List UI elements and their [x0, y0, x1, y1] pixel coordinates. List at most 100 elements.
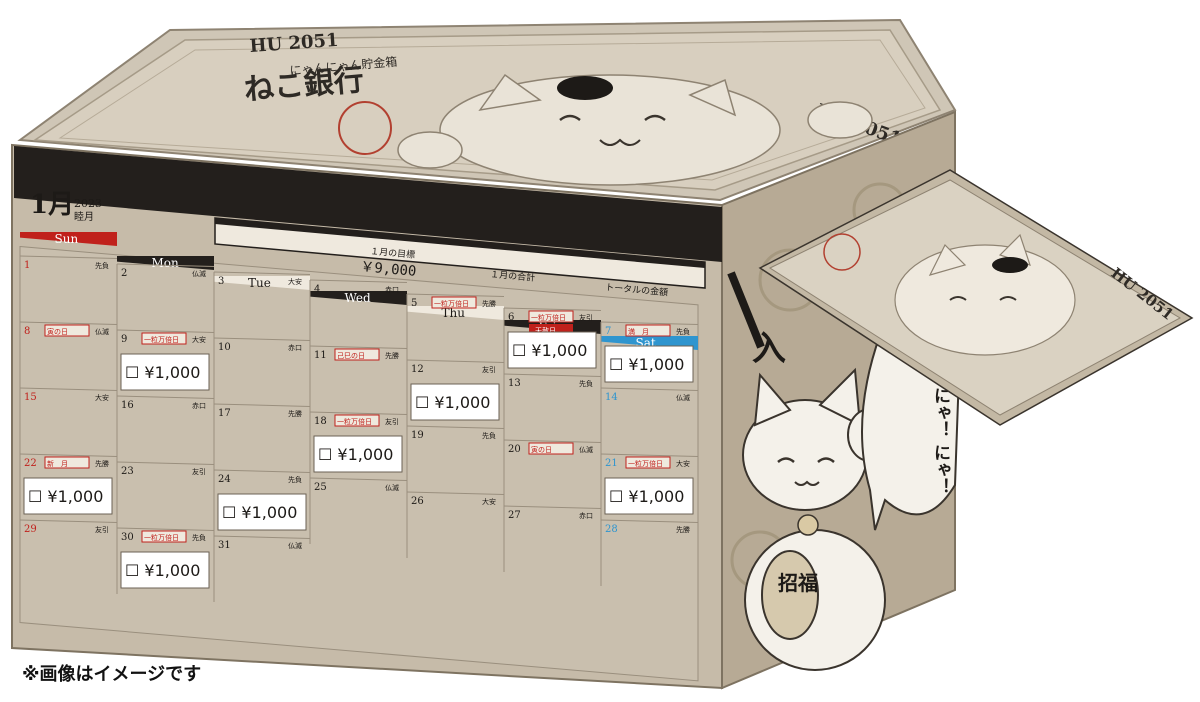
day-number: 10 [218, 342, 231, 353]
day-number: 27 [508, 510, 521, 521]
day-header-sun [20, 232, 117, 246]
rokuyo-label: 赤口 [385, 286, 399, 294]
calendar-badge [334, 348, 380, 361]
savings-sticker[interactable] [604, 477, 694, 515]
savings-sticker-label: ☐ ¥1,000 [609, 487, 684, 506]
day-number: 12 [411, 364, 424, 375]
day-number: 7 [605, 326, 611, 337]
top-cat-illustration [397, 73, 873, 186]
lucky-cat-coin-label: 招福 [778, 571, 818, 595]
day-header-wed [310, 291, 407, 305]
savings-sticker[interactable] [507, 331, 597, 369]
day-number: 9 [121, 334, 127, 345]
day-number: 18 [314, 416, 327, 427]
day-header-tue [214, 276, 310, 290]
slot-label: 入 [752, 329, 786, 369]
calendar-month: 1月 [30, 190, 74, 220]
day-number: 16 [121, 400, 134, 411]
savings-sticker-label: ☐ ¥1,000 [222, 503, 297, 522]
calendar-year: 2023 [74, 197, 102, 210]
calendar-badge-2 [529, 324, 573, 335]
savings-sticker[interactable] [604, 345, 694, 383]
goal-panel [214, 217, 706, 289]
rokuyo-label: 仏滅 [579, 445, 593, 454]
day-number: 30 [121, 532, 134, 543]
day-number: 14 [605, 392, 618, 403]
rokuyo-label: 仏滅 [192, 269, 206, 278]
day-number: 8 [24, 326, 30, 337]
day-number: 28 [605, 524, 618, 535]
calendar-badge [44, 324, 90, 337]
rokuyo-label: 大安 [676, 459, 690, 468]
calendar-header-bar [14, 146, 722, 262]
rokuyo-label: 先負 [676, 327, 690, 336]
day-header-thu [407, 306, 504, 320]
day-number: 24 [218, 474, 231, 485]
calendar-badge-text: 寅の日 [47, 327, 68, 336]
rokuyo-label: 先勝 [288, 409, 302, 418]
calendar-badge [528, 310, 574, 323]
rokuyo-label: 先負 [579, 379, 593, 388]
rokuyo-label: 友引 [95, 525, 109, 534]
goal-label: １月の目標 [370, 245, 416, 261]
rokuyo-label: 大安 [482, 497, 496, 506]
rokuyo-label: 仏滅 [95, 327, 109, 336]
calendar-badge [44, 456, 90, 469]
calendar-badge-text: 一粒万倍日 [144, 533, 179, 542]
day-number: 2 [121, 268, 127, 279]
savings-sticker-label: ☐ ¥1,000 [318, 445, 393, 464]
day-number: 19 [411, 430, 424, 441]
savings-sticker[interactable] [313, 435, 403, 473]
day-number: 20 [508, 444, 521, 455]
day-number: 6 [508, 312, 514, 323]
rokuyo-label: 大安 [95, 393, 109, 402]
savings-sticker[interactable] [23, 477, 113, 515]
rokuyo-label: 友引 [579, 313, 593, 322]
rokuyo-label: 仏滅 [385, 483, 399, 492]
calendar-badge-text: 一粒万倍日 [434, 299, 469, 308]
day-label-wed: Wed [345, 291, 371, 305]
day-number: 3 [218, 276, 224, 287]
calendar-badge-text: 寅の日 [531, 445, 552, 454]
rokuyo-label: 仏滅 [676, 393, 690, 402]
day-label-thu: Thu [442, 306, 466, 320]
savings-sticker-label: ☐ ¥1,000 [125, 561, 200, 580]
day-number: 26 [411, 496, 424, 507]
day-number: 4 [314, 284, 320, 295]
calendar-badge-text: 一粒万倍日 [337, 417, 372, 426]
rokuyo-label: 友引 [482, 365, 496, 374]
rokuyo-label: 先勝 [482, 299, 496, 308]
calendar-badge-text: 一粒万倍日 [531, 313, 566, 322]
rokuyo-label: 大安 [288, 277, 302, 286]
lucky-cat-illustration [742, 367, 893, 671]
speech-text: るにゃ！ にゃ！ [930, 370, 950, 495]
day-number: 15 [24, 392, 37, 403]
calendar-badge [334, 414, 380, 427]
savings-sticker[interactable] [120, 551, 210, 589]
rokuyo-label: 友引 [385, 417, 399, 426]
total-label: １月の合計 [490, 268, 536, 284]
calendar-badge-text: 己巳の日 [337, 352, 365, 360]
rokuyo-label: 先負 [192, 533, 206, 542]
savings-sticker[interactable] [120, 353, 210, 391]
savings-sticker[interactable] [217, 493, 307, 531]
day-label-tue: Tue [248, 276, 271, 290]
rokuyo-label: 先負 [95, 261, 109, 270]
day-number: 25 [314, 482, 327, 493]
calendar-badge-text: 満 月 [628, 328, 649, 336]
savings-sticker[interactable] [410, 383, 500, 421]
calendar-badge [625, 456, 671, 469]
rokuyo-label: 先負 [482, 431, 496, 440]
savings-sticker-label: ☐ ¥1,000 [125, 363, 200, 382]
calendar-badge [141, 530, 187, 543]
day-number: 1 [24, 260, 30, 271]
image-disclaimer: ※画像はイメージです [22, 664, 202, 685]
day-number: 31 [218, 540, 231, 551]
calendar-badge [141, 332, 187, 345]
rokuyo-label: 大安 [192, 335, 206, 344]
calendar-badge [431, 296, 477, 309]
calendar-badge-text: 新 月 [47, 459, 68, 468]
rokuyo-label: 赤口 [579, 512, 593, 520]
